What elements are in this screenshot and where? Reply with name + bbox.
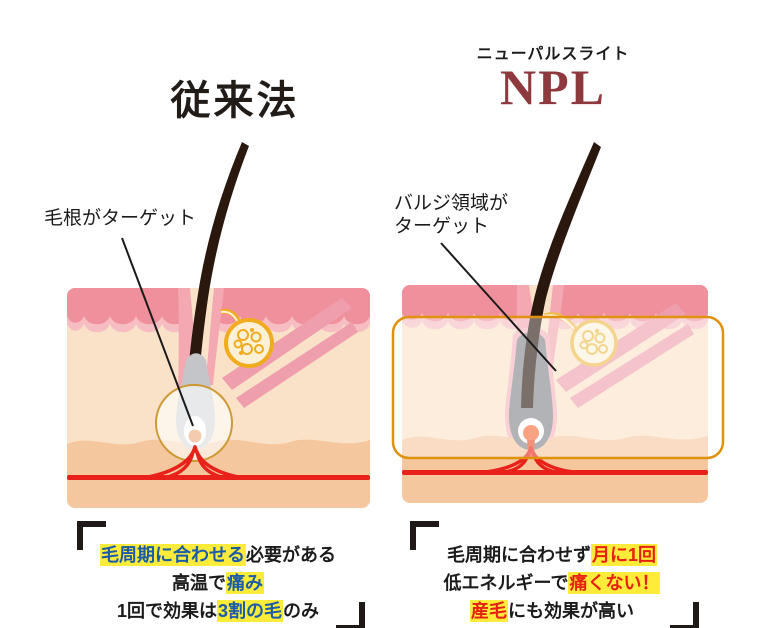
right-notes-bracket-bottomright <box>670 602 699 628</box>
right-callout-line1: バルジ領域が <box>394 193 509 214</box>
right-note-plain-2: 低エネルギーで <box>443 573 569 593</box>
left-note-plain-2: 高温で <box>172 573 226 593</box>
hair-papilla <box>184 416 206 446</box>
left-note-line-1: 毛周期に合わせる必要がある <box>70 541 366 569</box>
left-notes-block: 毛周期に合わせる必要がある 高温で痛み 1回で効果は3割の毛のみ <box>70 541 366 625</box>
hair-shaft <box>185 142 249 422</box>
left-notes-bracket-bottomright <box>336 602 365 628</box>
left-note-line-2: 高温で痛み <box>70 569 366 597</box>
subcutis-layer <box>67 439 370 508</box>
left-method-title: 従来法 <box>170 78 300 123</box>
arrector-pili-muscle-right <box>556 303 686 392</box>
right-callout-line2: ターゲット <box>394 216 490 237</box>
right-note-line-2: 低エネルギーで痛くない！ <box>405 569 699 597</box>
right-skin-diagram <box>391 142 725 503</box>
right-note-plain-1: 毛周期に合わせず <box>446 545 591 565</box>
left-note-hl-3: 3割の毛 <box>217 600 284 622</box>
right-notes-block: 毛周期に合わせず月に1回 低エネルギーで痛くない！ 産毛にも効果が高い <box>405 541 699 625</box>
left-notes-bracket-topleft <box>77 521 106 550</box>
bulge-highlight-rect <box>391 315 725 460</box>
left-skin-diagram <box>67 142 370 508</box>
left-callout-label: 毛根がターゲット <box>44 208 197 229</box>
arrector-pili-muscle-right-2 <box>570 324 694 408</box>
npl-subtitle: ニューパルスライト <box>476 46 630 63</box>
right-callout-line <box>440 242 557 372</box>
left-note-line-3: 1回で効果は3割の毛のみ <box>70 597 366 625</box>
right-note-hl-2: 痛くない！ <box>568 572 661 594</box>
right-note-line-1: 毛周期に合わせず月に1回 <box>405 541 699 569</box>
right-notes-bracket-topleft <box>410 521 439 550</box>
left-note-plain-1: 必要がある <box>246 545 336 565</box>
left-note-plain-3b: のみ <box>283 601 320 621</box>
right-note-plain-3: にも効果が高い <box>508 601 634 621</box>
sebaceous-gland <box>220 308 274 368</box>
right-note-hl-3: 産毛 <box>470 600 508 622</box>
blood-vessel-main-right <box>402 470 708 475</box>
right-callout-label: バルジ領域が ターゲット <box>394 192 508 238</box>
left-note-hl-1: 毛周期に合わせる <box>100 544 246 566</box>
left-note-hl-2: 痛み <box>226 572 264 594</box>
right-note-line-3: 産毛にも効果が高い <box>405 597 699 625</box>
hair-shaft-right <box>521 142 601 408</box>
npl-title: NPL <box>500 59 606 115</box>
blood-vessel-main <box>67 475 370 480</box>
arrector-pili-muscle-2 <box>236 322 358 408</box>
left-note-plain-3a: 1回で効果は <box>116 601 217 621</box>
right-note-hl-1: 月に1回 <box>590 544 657 566</box>
left-callout-line <box>121 237 194 427</box>
